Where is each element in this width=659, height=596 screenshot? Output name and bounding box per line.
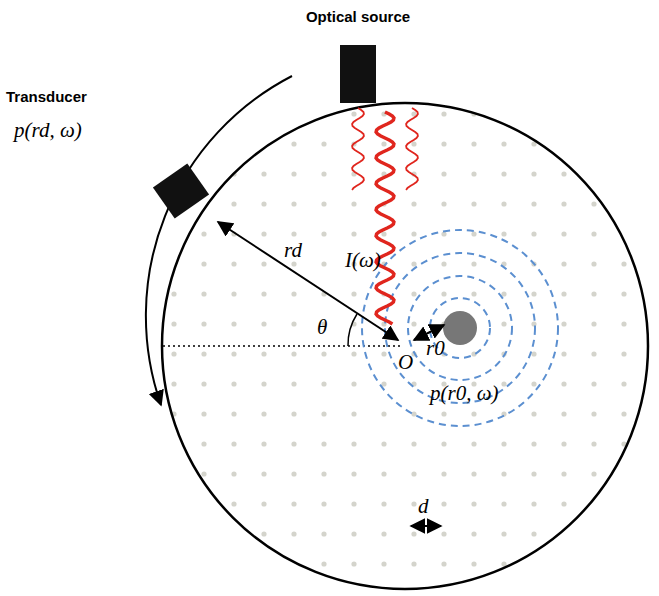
spacing-label: d: [418, 494, 429, 519]
origin-label: O: [398, 350, 413, 375]
node-heading: Transducer: [6, 88, 87, 105]
light-waves: [352, 108, 418, 324]
absorber: [443, 311, 477, 345]
radius-label: rd: [284, 238, 302, 263]
radius-arrow: [218, 222, 398, 340]
angle-arc: [348, 314, 357, 346]
optical-source-box: Optical source: [340, 45, 376, 103]
intensity-label: I(ω): [345, 248, 381, 273]
transducer-box: Transducerp(rd, ω): [160, 172, 202, 210]
node-heading: Optical source: [306, 8, 410, 25]
spacing-arrow: [411, 525, 441, 527]
pressure-label: p(r0, ω): [430, 381, 499, 406]
tissue-boundary: [162, 103, 648, 589]
pressure-label: p(rd, ω): [14, 118, 82, 143]
device-body: [153, 163, 209, 218]
acoustic-waves: [362, 230, 558, 426]
device-body: [340, 45, 376, 103]
offset-label: r0: [426, 336, 445, 361]
rotation-arrow: [146, 76, 292, 405]
angle-label: θ: [317, 315, 327, 340]
